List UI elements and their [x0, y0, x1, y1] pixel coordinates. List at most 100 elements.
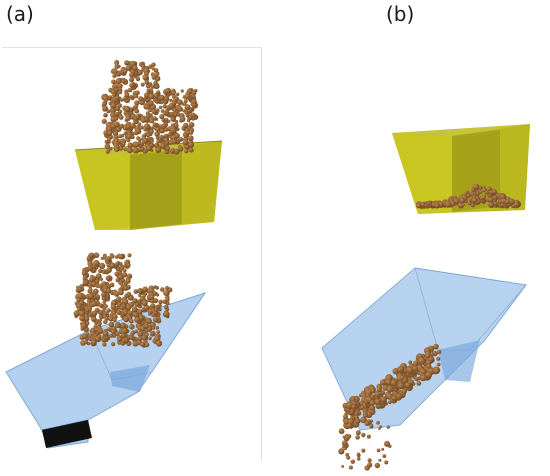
particle [347, 423, 353, 429]
particle [376, 387, 382, 392]
particle [117, 83, 123, 89]
particle [132, 298, 138, 304]
particle [114, 271, 120, 277]
particle [154, 308, 158, 313]
particle [125, 65, 132, 71]
particle [107, 130, 113, 136]
particle [107, 256, 112, 261]
particle [432, 366, 441, 375]
particle [104, 99, 108, 103]
particle [384, 440, 390, 447]
particle [172, 108, 177, 113]
particle [144, 79, 150, 85]
particle [416, 381, 422, 386]
particle [170, 149, 175, 154]
particle [384, 378, 392, 386]
particle [102, 307, 107, 311]
particle [360, 405, 365, 410]
particle [121, 141, 126, 146]
particle [162, 104, 167, 109]
particle [98, 303, 103, 308]
particle [342, 435, 346, 439]
particle [378, 458, 382, 462]
particle [119, 124, 124, 129]
particle [85, 321, 90, 326]
particle [117, 274, 124, 280]
particle [137, 122, 142, 127]
particle [85, 308, 90, 313]
particle [105, 149, 110, 154]
particle [84, 340, 89, 345]
particle [174, 133, 180, 139]
particle [127, 310, 133, 316]
panel-a-particle-cloud [73, 252, 173, 348]
particle [127, 253, 132, 258]
particle [140, 82, 145, 87]
particle [425, 353, 431, 359]
particle [140, 118, 146, 123]
particle [412, 365, 419, 372]
particle [461, 203, 465, 207]
particle [77, 286, 83, 292]
particle [445, 201, 452, 208]
particle [163, 310, 170, 318]
particle [367, 458, 372, 463]
particle [188, 147, 194, 153]
particle [142, 149, 147, 154]
particle [150, 303, 155, 308]
particle [397, 382, 405, 390]
particle [123, 69, 128, 74]
particle [146, 132, 151, 138]
particle [77, 307, 81, 312]
particle [81, 270, 87, 276]
particle [185, 113, 190, 118]
particle [167, 119, 171, 123]
particle [148, 93, 155, 100]
particle [156, 330, 160, 334]
particle [129, 82, 135, 88]
particle [366, 434, 371, 439]
particle [163, 304, 169, 310]
particle [123, 285, 129, 291]
particle [364, 420, 370, 426]
particle [115, 65, 119, 70]
particle [122, 268, 127, 273]
particle [163, 95, 170, 102]
particle [88, 289, 93, 294]
particle [355, 419, 360, 424]
particle [192, 103, 196, 107]
particle [101, 118, 107, 124]
particle [141, 334, 147, 341]
particle [119, 98, 124, 102]
particle [102, 342, 107, 347]
particle [146, 145, 153, 152]
particle [106, 288, 112, 294]
particle [87, 265, 93, 271]
particle [379, 425, 383, 428]
particle [165, 140, 169, 145]
particle [111, 329, 116, 335]
particle [188, 122, 195, 128]
particle [154, 131, 160, 137]
particle [182, 109, 186, 113]
particle [97, 328, 104, 334]
particle [408, 360, 413, 365]
particle [147, 312, 152, 316]
particle [110, 102, 117, 109]
particle [183, 102, 187, 106]
particle [184, 129, 191, 136]
particle [150, 126, 154, 130]
particle [338, 428, 345, 435]
particle [134, 108, 140, 114]
particle [144, 92, 150, 98]
particle [173, 113, 177, 117]
particle [132, 65, 138, 71]
particle [457, 202, 464, 209]
particle [137, 141, 142, 146]
particle [118, 254, 124, 260]
particle [104, 311, 109, 316]
particle [82, 276, 87, 281]
particle [83, 280, 88, 286]
particle [118, 90, 123, 95]
particle [102, 105, 108, 112]
